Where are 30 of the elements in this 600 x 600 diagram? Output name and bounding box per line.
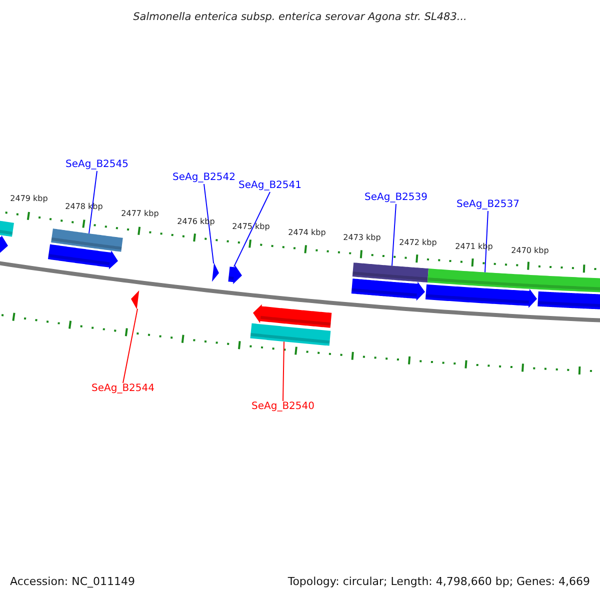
title: Salmonella enterica subsp. enterica serovar Agona str. SL483...: [132, 12, 468, 22]
scale-label: 2470 kbp: [510, 247, 550, 255]
gene-label: SeAg_B2544: [91, 384, 155, 394]
gene-label: SeAg_B2542: [172, 173, 236, 183]
leader-line: [484, 210, 488, 273]
leader-line: [282, 341, 284, 402]
gene-label: SeAg_B2537: [456, 200, 520, 210]
gene-feature: [131, 290, 140, 310]
leader-line: [392, 204, 396, 266]
gene-feature: [227, 265, 242, 284]
scale-label: 2475 kbp: [231, 223, 271, 231]
scale-label: 2479 kbp: [9, 195, 49, 203]
feature-bar: [352, 262, 428, 282]
scale-label: 2477 kbp: [120, 210, 160, 218]
gene-feature: [211, 262, 219, 282]
genome-info-text: Topology: circular; Length: 4,798,660 bp; Genes: 4,669: [288, 576, 590, 587]
leader-line: [122, 308, 138, 384]
scale-label: 2472 kbp: [398, 239, 438, 247]
scale-label: 2474 kbp: [287, 229, 327, 237]
gene-label: SeAg_B2539: [364, 193, 428, 203]
feature-bar: [428, 268, 600, 294]
gene-label: SeAg_B2545: [65, 160, 129, 170]
feature-bar: [250, 323, 331, 346]
gene-label: SeAg_B2540: [251, 402, 315, 412]
leader-line: [204, 184, 214, 264]
scale-label: 2473 kbp: [342, 234, 382, 242]
accession-text: Accession: NC_011149: [10, 576, 136, 587]
feature-bar: [51, 228, 123, 252]
gene-label: SeAg_B2541: [238, 181, 302, 191]
leader-line: [234, 192, 270, 268]
